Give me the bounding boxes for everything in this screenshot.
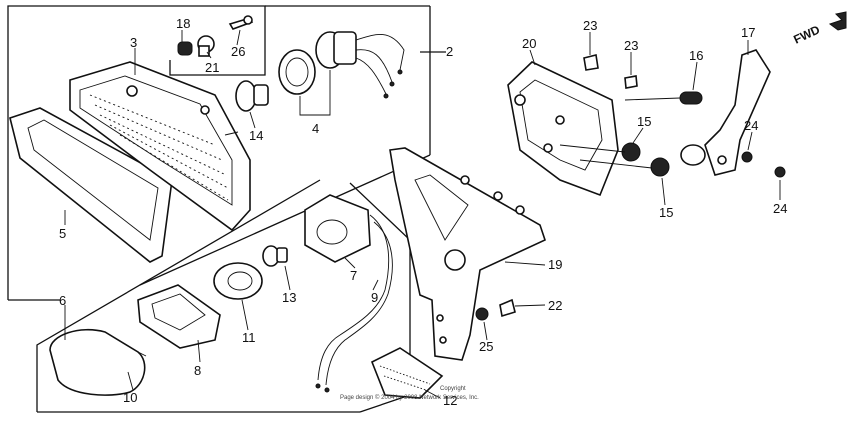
callout-20: 20 <box>522 36 536 51</box>
callout-18: 18 <box>176 16 190 31</box>
socket-4-part <box>278 31 405 99</box>
callout-21: 21 <box>205 60 219 75</box>
callout-3: 3 <box>130 35 137 50</box>
reflex-reflector-12-part <box>370 347 444 399</box>
fwd-label: FWD <box>791 22 822 46</box>
callout-12: 12 <box>443 393 457 408</box>
callout-23a: 23 <box>583 18 597 33</box>
watermark-line1: Copyright <box>440 386 466 392</box>
callout-24a: 24 <box>744 118 758 133</box>
lens-housing-part <box>69 61 251 232</box>
callout-24b: 24 <box>773 201 787 216</box>
callout-22: 22 <box>548 298 562 313</box>
stay-17-part <box>680 49 771 176</box>
callout-14: 14 <box>249 128 263 143</box>
callout-13: 13 <box>282 290 296 305</box>
lens-frame-part <box>9 107 173 263</box>
callout-labels: 2 3 4 5 6 7 8 9 10 11 12 13 14 15 15 16 … <box>59 16 787 408</box>
small-parts-18-21-26 <box>177 15 254 57</box>
callout-4: 4 <box>312 121 319 136</box>
callout-7: 7 <box>350 268 357 283</box>
reflector-8-part <box>137 284 221 349</box>
callout-10: 10 <box>123 390 137 405</box>
license-light-7-part <box>304 194 393 393</box>
callout-11: 11 <box>242 330 256 345</box>
leader-lines <box>64 29 781 399</box>
callout-15a: 15 <box>637 114 651 129</box>
license-bracket-19-part <box>389 147 546 361</box>
assembly-frame <box>7 5 446 413</box>
callout-26: 26 <box>231 44 245 59</box>
upper-bracket-20-part <box>507 61 619 197</box>
fwd-orientation-marker: FWD <box>791 11 847 47</box>
callout-19: 19 <box>548 257 562 272</box>
gasket-11-part <box>213 262 263 300</box>
fasteners-part <box>475 54 786 321</box>
callout-2: 2 <box>446 44 453 59</box>
copyright-watermark: Copyright Page design © 2004 by 2008 Net… <box>340 386 479 401</box>
callout-6: 6 <box>59 293 66 308</box>
callout-23b: 23 <box>624 38 638 53</box>
callout-5: 5 <box>59 226 66 241</box>
callout-16: 16 <box>689 48 703 63</box>
callout-17: 17 <box>741 25 755 40</box>
bushings-15-part <box>559 142 670 177</box>
lens-10-part <box>49 328 147 396</box>
callout-8: 8 <box>194 363 201 378</box>
watermark-line2: Page design © 2004 by 2008 Network Servi… <box>340 394 479 401</box>
callout-15b: 15 <box>659 205 673 220</box>
bulb-13-part <box>262 245 288 267</box>
bushing-16-part <box>624 91 703 105</box>
bulb-14-part <box>235 80 269 112</box>
callout-25: 25 <box>479 339 493 354</box>
callout-9: 9 <box>371 290 378 305</box>
